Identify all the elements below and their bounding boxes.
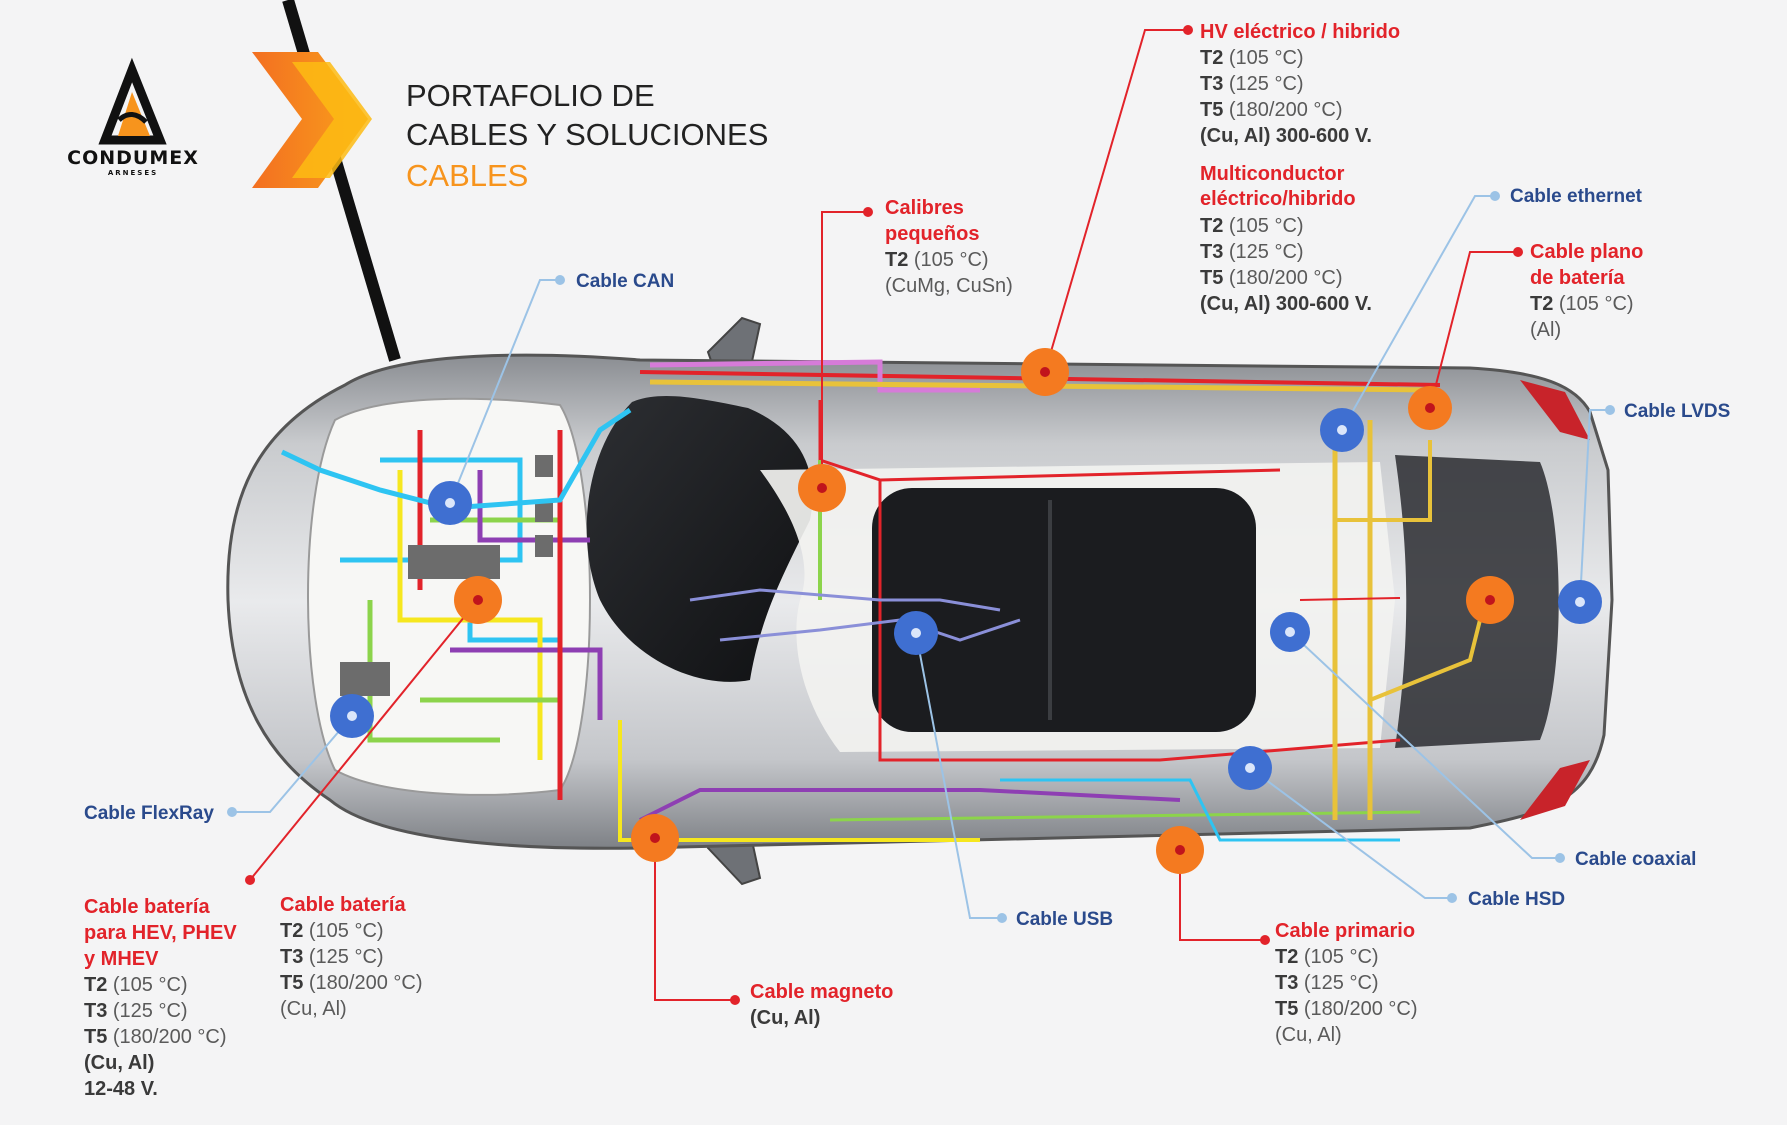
sunroof (872, 488, 1256, 732)
callout-hv-title: HV eléctrico / hibrido (1200, 21, 1400, 43)
callout-calibres-title-2: pequeños (885, 223, 979, 245)
engine-block (408, 545, 500, 579)
callout-hv-extra: (Cu, Al) 300-600 V. (1200, 125, 1372, 147)
callout-primario: Cable primario T2 (105 °C) T3 (125 °C) T… (1275, 920, 1418, 1046)
callout-plano: Cable plano de batería T2 (105 °C) (Al) (1530, 241, 1643, 341)
page-title-line-2: CABLES Y SOLUCIONES (406, 117, 768, 152)
callout-calibres-spec: T2 (105 °C) (885, 249, 989, 271)
callout-bateria-hev: Cable batería para HEV, PHEV y MHEV T2 (… (84, 896, 237, 1100)
label-cable-flexray: Cable FlexRay (84, 803, 214, 824)
blue-labels: Cable CAN Cable ethernet Cable LVDS Cabl… (84, 186, 1730, 930)
page-title-line-3: CABLES (406, 158, 528, 193)
callout-bat-hev-spec-1: T2 (105 °C) (84, 974, 188, 996)
callout-bat-extra: (Cu, Al) (280, 998, 347, 1020)
label-cable-coaxial: Cable coaxial (1575, 849, 1696, 870)
blue-markers (330, 408, 1602, 790)
callout-bat-hev-extra-2: 12-48 V. (84, 1078, 158, 1100)
callout-hv-spec-3: T5 (180/200 °C) (1200, 99, 1343, 121)
callout-primario-spec-1: T2 (105 °C) (1275, 946, 1379, 968)
label-cable-can: Cable CAN (576, 271, 674, 292)
windshield (586, 395, 813, 682)
callout-plano-extra: (Al) (1530, 319, 1561, 341)
callout-multiconductor: Multiconductor eléctrico/hibrido T2 (105… (1200, 163, 1372, 315)
label-cable-hsd: Cable HSD (1468, 889, 1565, 910)
callout-multi-spec-1: T2 (105 °C) (1200, 215, 1304, 237)
callout-bat-hev-title-2: para HEV, PHEV (84, 922, 237, 944)
battery-block (340, 662, 390, 696)
callout-multi-spec-2: T3 (125 °C) (1200, 241, 1304, 263)
callout-multi-spec-3: T5 (180/200 °C) (1200, 267, 1343, 289)
label-cable-lvds: Cable LVDS (1624, 401, 1730, 422)
callout-bat-spec-2: T3 (125 °C) (280, 946, 384, 968)
tail-light-bottom (1520, 760, 1590, 820)
car-illustration (226, 316, 1614, 886)
callout-bat-hev-extra-1: (Cu, Al) (84, 1052, 154, 1074)
callout-hv-spec-2: T3 (125 °C) (1200, 73, 1304, 95)
callout-calibres-extra: (CuMg, CuSn) (885, 275, 1013, 297)
callout-primario-extra: (Cu, Al) (1275, 1024, 1342, 1046)
logo-mark-icon (98, 57, 167, 145)
callout-plano-spec: T2 (105 °C) (1530, 293, 1634, 315)
logo-sub-text: ARNESES (108, 169, 158, 177)
callout-primario-spec-2: T3 (125 °C) (1275, 972, 1379, 994)
callout-bat-spec-3: T5 (180/200 °C) (280, 972, 423, 994)
callout-hv-spec-1: T2 (105 °C) (1200, 47, 1304, 69)
page-title-line-1: PORTAFOLIO DE (406, 78, 655, 113)
label-cable-usb: Cable USB (1016, 909, 1113, 930)
body-harnesses (280, 359, 1482, 842)
orange-markers (454, 348, 1514, 874)
callout-primario-spec-3: T5 (180/200 °C) (1275, 998, 1418, 1020)
title-chevron-icon (252, 52, 372, 188)
callout-bat-title: Cable batería (280, 894, 406, 916)
callout-hv: HV eléctrico / hibrido T2 (105 °C) T3 (1… (1200, 21, 1400, 147)
leader-lines (232, 29, 1610, 1001)
callout-plano-title-1: Cable plano (1530, 241, 1643, 263)
callout-bat-spec-1: T2 (105 °C) (280, 920, 384, 942)
logo-brand-text: CONDUMEX (67, 147, 199, 169)
label-cable-ethernet: Cable ethernet (1510, 186, 1643, 207)
callout-magneto-title: Cable magneto (750, 981, 893, 1003)
callout-magneto-extra: (Cu, Al) (750, 1007, 820, 1029)
callout-bat-hev-title-1: Cable batería (84, 896, 210, 918)
leader-end-dots (227, 25, 1615, 1005)
condumex-logo: CONDUMEX ARNESES (67, 57, 199, 177)
callout-multi-extra: (Cu, Al) 300-600 V. (1200, 293, 1372, 315)
callout-bat-hev-title-3: y MHEV (84, 948, 159, 970)
callout-multi-title-1: Multiconductor (1200, 163, 1345, 185)
callout-bateria: Cable batería T2 (105 °C) T3 (125 °C) T5… (280, 894, 423, 1020)
callout-primario-title: Cable primario (1275, 920, 1415, 942)
callout-calibres-title-1: Calibres (885, 197, 964, 219)
callout-multi-title-2: eléctrico/hibrido (1200, 188, 1356, 210)
callout-bat-hev-spec-3: T5 (180/200 °C) (84, 1026, 227, 1048)
tail-light-top (1520, 380, 1590, 440)
callout-plano-title-2: de batería (1530, 267, 1625, 289)
callout-calibres: Calibres pequeños T2 (105 °C) (CuMg, CuS… (885, 197, 1013, 297)
callout-bat-hev-spec-2: T3 (125 °C) (84, 1000, 188, 1022)
callout-magneto: Cable magneto (Cu, Al) (750, 981, 893, 1029)
